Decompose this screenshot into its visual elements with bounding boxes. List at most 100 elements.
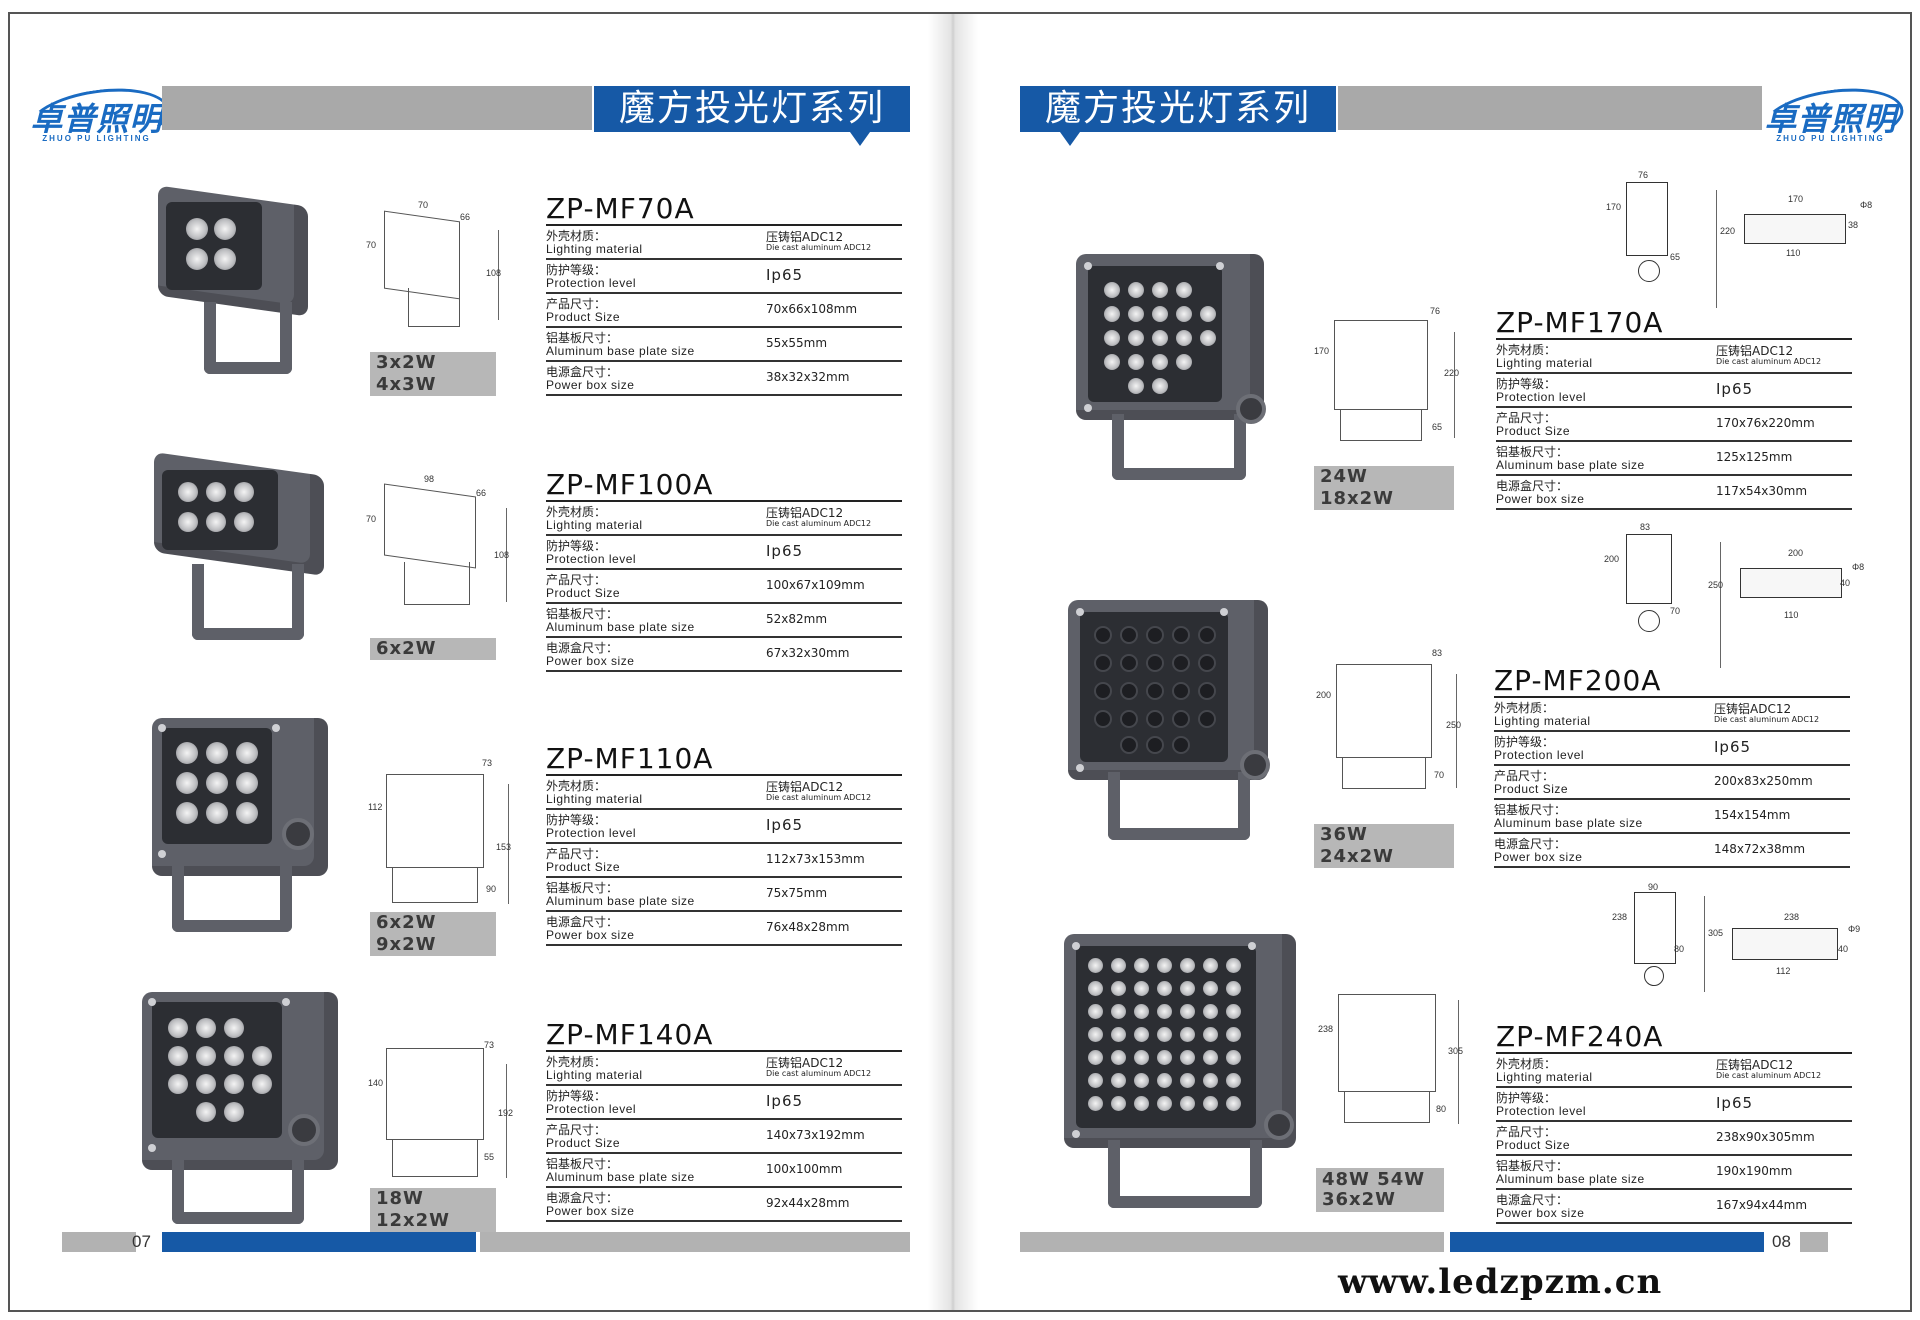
label-cn: 外壳材质： — [1496, 343, 1557, 357]
adjust-knob — [1264, 1110, 1294, 1140]
led — [1172, 654, 1190, 672]
value-plate: 154x154mm — [1714, 808, 1791, 822]
spec-row-plate: 铝基板尺寸： Aluminum base plate size 75x75mm — [546, 878, 902, 912]
value-size: 140x73x192mm — [766, 1128, 865, 1142]
lamp-bracket — [172, 1160, 304, 1224]
model-name: ZP-MF110A — [546, 744, 902, 776]
label-cn: 产品尺寸： — [1494, 769, 1555, 783]
label-en: Protection level — [1496, 390, 1587, 404]
led — [234, 512, 254, 532]
logo-subtext: ZHUO PU LIGHTING — [1776, 134, 1885, 143]
dim-depth: 66 — [476, 488, 487, 498]
led — [1120, 710, 1138, 728]
screw — [158, 850, 166, 858]
dim-bracket-height: 55 — [484, 1152, 495, 1162]
led — [1198, 654, 1216, 672]
led — [1198, 626, 1216, 644]
model-name: ZP-MF100A — [546, 470, 902, 502]
value-protection: Ip65 — [766, 266, 804, 284]
spec-row-box: 电源盒尺寸： Power box size 76x48x28mm — [546, 912, 902, 946]
value-box: 67x32x30mm — [766, 646, 850, 660]
led — [1203, 958, 1218, 973]
top-view-body — [1732, 928, 1838, 960]
dim-bracket: 70 — [1670, 606, 1681, 616]
drawing-body — [384, 483, 476, 569]
led — [224, 1102, 244, 1122]
value-plate: 52x82mm — [766, 612, 828, 626]
led — [1088, 1004, 1103, 1019]
led — [1176, 282, 1192, 298]
series-title-tab: 魔方投光灯系列 — [594, 86, 910, 146]
led — [168, 1046, 188, 1066]
led — [1203, 1050, 1218, 1065]
led — [1111, 981, 1126, 996]
led — [1088, 1027, 1103, 1042]
dim-top-depth: 112 — [1776, 966, 1791, 976]
label-en: Product Size — [546, 860, 621, 874]
screw — [1084, 262, 1092, 270]
led — [168, 1074, 188, 1094]
spec-table: ZP-MF110A 外壳材质： Lighting material 压铸铝ADC… — [546, 744, 902, 946]
dim-height: 238 — [1318, 1024, 1334, 1034]
model-name: ZP-MF70A — [546, 194, 902, 226]
label-en: Aluminum base plate size — [1496, 458, 1645, 472]
footer-bar-right — [480, 1232, 910, 1252]
footer-bar-blue — [162, 1232, 476, 1252]
dim-total-height: 108 — [494, 550, 510, 560]
value-cn: 压铸铝ADC12 — [766, 1056, 844, 1070]
drawing-stand — [404, 562, 470, 605]
led — [1200, 306, 1216, 322]
dim-bracket-height: 65 — [1432, 422, 1443, 432]
led — [1134, 1050, 1149, 1065]
label-cn: 防护等级： — [546, 813, 607, 827]
led — [1203, 981, 1218, 996]
label-cn: 防护等级： — [546, 263, 607, 277]
dim-total-height: 153 — [496, 842, 512, 852]
drawing-stand — [392, 1140, 478, 1177]
label-cn: 产品尺寸： — [546, 297, 607, 311]
lamp-bracket — [204, 302, 292, 374]
led — [1128, 306, 1144, 322]
logo-subtext: ZHUO PU LIGHTING — [42, 134, 151, 143]
led — [1111, 1050, 1126, 1065]
wattage-label: 3x2W 4x3W — [370, 352, 496, 396]
adjust-knob — [1240, 750, 1270, 780]
side-view-knob — [1644, 966, 1664, 986]
series-title-tab: 魔方投光灯系列 — [1020, 86, 1336, 146]
right-page: 魔方投光灯系列 卓普照明 ZHUO PU LIGHTING 76 170 65 … — [968, 14, 1912, 1310]
led — [1226, 958, 1241, 973]
label-cn: 铝基板尺寸： — [546, 1157, 619, 1171]
dim-top-height: 40 — [1838, 944, 1849, 954]
spec-row-protection: 防护等级： Protection level Ip65 — [546, 810, 902, 844]
led — [1094, 682, 1112, 700]
dim-width: 73 — [482, 758, 493, 768]
spec-row-plate: 铝基板尺寸： Aluminum base plate size 154x154m… — [1494, 800, 1850, 834]
led — [1152, 378, 1168, 394]
page-number: 08 — [1772, 1232, 1791, 1251]
lamp-bracket — [172, 864, 292, 932]
label-cn: 产品尺寸： — [1496, 411, 1557, 425]
led — [196, 1074, 216, 1094]
screw — [1220, 608, 1228, 616]
led — [1146, 626, 1164, 644]
spec-row-protection: 防护等级： Protection level Ip65 — [546, 536, 902, 570]
label-cn: 铝基板尺寸： — [1496, 445, 1569, 459]
label-en: Product Size — [546, 310, 621, 324]
page-gutter — [928, 14, 978, 1310]
led — [1134, 1096, 1149, 1111]
led — [1128, 330, 1144, 346]
label-en: Aluminum base plate size — [546, 344, 695, 358]
led — [1226, 1096, 1241, 1111]
lamp-bracket — [1108, 1140, 1262, 1208]
label-en: Lighting material — [546, 1068, 643, 1082]
adjust-knob — [282, 818, 314, 850]
dim-height: 200 — [1316, 690, 1332, 700]
dim-line — [1458, 1000, 1459, 1124]
dim-total-height: 250 — [1446, 720, 1462, 730]
dim-total-height: 220 — [1444, 368, 1460, 378]
led — [196, 1102, 216, 1122]
value-size: 112x73x153mm — [766, 852, 865, 866]
led — [1128, 354, 1144, 370]
wattage-label: 6x2W — [370, 638, 496, 660]
dim-total-height: 192 — [498, 1108, 514, 1118]
